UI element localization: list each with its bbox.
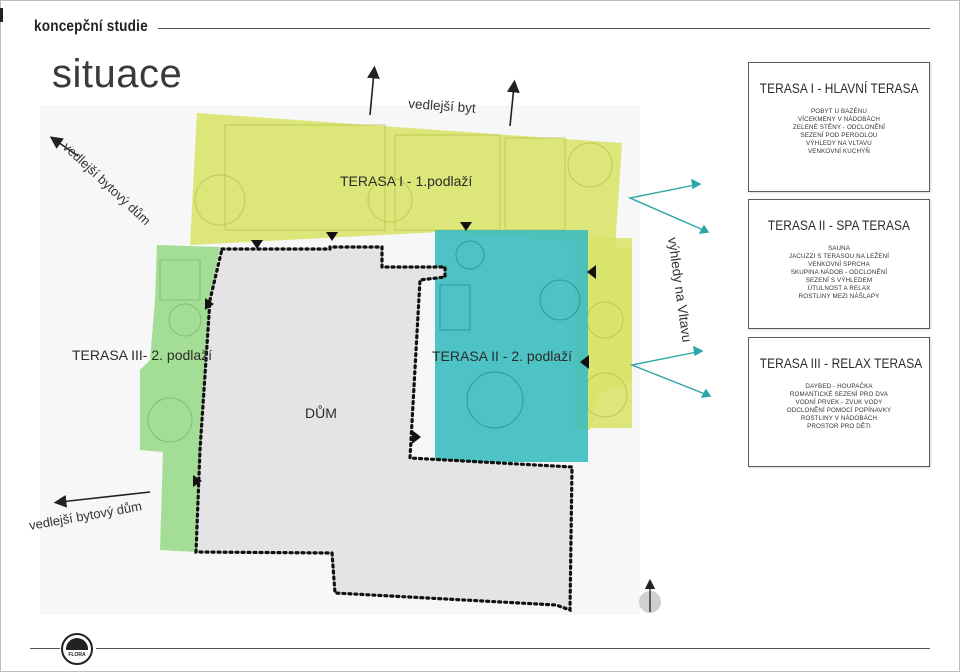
list-item: ZELENÉ STĚNY - ODCLONĚNÍ — [792, 124, 886, 131]
neighbor-flat-arrow-right — [506, 79, 520, 127]
terrace-1-label: TERASA I - 1.podlaží — [340, 173, 472, 189]
house-footprint — [196, 247, 572, 610]
list-item: SEZENÍ S VÝHLEDEM — [805, 277, 873, 284]
terrace-3-area — [140, 245, 220, 552]
info-box-terrace-1: TERASA I - HLAVNÍ TERASA POBYT U BAZÉNU … — [748, 62, 930, 192]
terrace-2-area — [435, 230, 588, 462]
header-title: koncepční studie — [34, 18, 148, 35]
list-item: VÍCEKMENY V NÁDOBÁCH — [798, 116, 880, 123]
list-item: VÝHLEDY NA VLTAVU — [806, 140, 872, 147]
info-box-terrace-1-title: TERASA I - HLAVNÍ TERASA — [759, 81, 919, 96]
list-item: ROSTLINY MEZI NÁŠLAPY — [798, 293, 880, 300]
list-item: POBYT U BAZÉNU — [811, 108, 867, 115]
footer-rule-left — [30, 648, 60, 649]
list-item: ÚTULNOST A RELAX — [807, 285, 871, 292]
view-arrows — [627, 178, 712, 398]
house-outline — [194, 245, 574, 613]
logo-dome-icon — [66, 638, 88, 650]
terrace-2-furniture — [439, 240, 581, 429]
neighbor-flat-label: vedlejší byt — [408, 96, 477, 116]
info-box-terrace-3-list: DAYBED - HOUPAČKA ROMANTICKÉ SEZENÍ PRO … — [749, 383, 929, 431]
list-item: ROSTLINY V NÁDOBÁCH — [800, 415, 878, 422]
logo-text: FLORA — [68, 652, 86, 658]
info-box-terrace-1-list: POBYT U BAZÉNU VÍCEKMENY V NÁDOBÁCH ZELE… — [749, 108, 929, 156]
list-item: ROMANTICKÉ SEZENÍ PRO DVA — [789, 391, 889, 398]
house-label: DŮM — [305, 404, 337, 421]
list-item: DAYBED - HOUPAČKA — [805, 383, 873, 390]
section-title: situace — [52, 52, 183, 96]
list-item: SAUNA — [827, 245, 851, 252]
list-item: VENKOVNÍ SPRCHA — [808, 261, 870, 268]
header-rule — [158, 28, 930, 29]
list-item: JACUZZI S TERASOU NA LEŽENÍ — [788, 253, 890, 260]
footer-rule-right — [96, 648, 930, 649]
views-label: výhledy na Vltavu — [665, 236, 695, 343]
terrace-3-furniture — [147, 259, 202, 443]
entrance-markers — [193, 222, 596, 487]
list-item: ODCLONĚNÍ POMOCÍ POPÍNAVKY — [786, 407, 892, 414]
info-box-terrace-3: TERASA III - RELAX TERASA DAYBED - HOUPA… — [748, 337, 930, 467]
corner-mark — [0, 8, 3, 22]
terrace-3-label: TERASA III- 2. podlaží — [72, 347, 212, 363]
info-box-terrace-3-title: TERASA III - RELAX TERASA — [759, 356, 923, 371]
neighbor-building-nw-arrow — [49, 136, 79, 157]
info-box-terrace-2-title: TERASA II - SPA TERASA — [767, 218, 911, 233]
list-item: VENKOVNÍ KUCHYŇ — [807, 148, 871, 155]
neighbor-building-sw-arrow — [53, 491, 151, 508]
info-box-terrace-2-list: SAUNA JACUZZI S TERASOU NA LEŽENÍ VENKOV… — [749, 245, 929, 301]
neighbor-flat-arrow-left — [367, 65, 380, 116]
list-item: PROSTOR PRO DĚTI — [807, 423, 871, 430]
terrace-2-label: TERASA II - 2. podlaží — [432, 348, 572, 364]
info-box-terrace-2: TERASA II - SPA TERASA SAUNA JACUZZI S T… — [748, 199, 930, 329]
list-item: SEZENÍ POD PERGOLOU — [800, 132, 878, 139]
brand-logo: FLORA — [61, 633, 93, 665]
terrace-1-area — [190, 113, 632, 430]
list-item: VODNÍ PRVEK - ZVUK VODY — [795, 399, 883, 406]
list-item: SKUPINA NÁDOB - ODCLONĚNÍ — [790, 269, 888, 276]
